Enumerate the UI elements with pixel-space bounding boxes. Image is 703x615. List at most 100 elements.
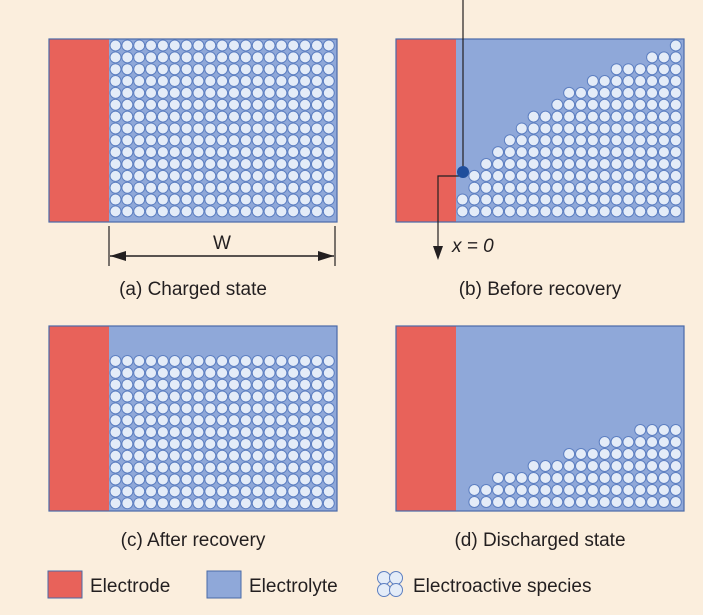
species-particle [287,414,300,427]
species-particle [216,366,229,379]
species-particle [310,205,323,218]
species-particle [204,473,217,486]
species-particle [634,134,647,147]
species-particle [216,414,229,427]
species-particle [263,122,276,135]
species-particle [310,134,323,147]
species-particle [563,158,576,170]
species-particle [239,473,252,486]
species-particle [575,86,587,99]
species-particle [239,355,252,367]
species-particle [657,63,670,76]
species-particle [239,437,252,450]
species-particle [192,169,205,182]
species-particle [575,181,587,194]
species-particle [310,378,323,391]
species-particle [192,461,205,474]
species-particle [598,158,611,170]
species-particle [180,63,193,76]
species-particle [322,51,335,64]
species-particle [263,134,276,147]
species-particle [109,366,122,379]
species-particle [322,449,335,462]
species-particle [275,146,288,159]
species-particle [287,146,300,159]
species-particle [468,484,481,496]
species-particle [646,205,659,218]
species-particle [216,98,229,111]
species-particle [145,414,158,427]
species-particle [287,86,300,99]
species-particle [646,110,659,123]
species-particle [156,51,169,64]
species-particle [287,437,300,450]
species-particle [322,437,335,450]
species-particle [551,181,564,194]
species-particle [610,169,623,182]
species-particle [598,460,611,472]
species-particle [563,205,576,218]
species-particle [251,473,264,486]
species-particle [669,98,682,111]
species-particle [239,63,252,76]
species-particle [389,571,403,585]
species-particle [377,583,391,597]
species-particle [239,390,252,403]
species-particle [156,402,169,415]
species-particle [109,158,122,170]
species-particle [287,98,300,111]
species-particle [275,63,288,76]
species-particle [192,485,205,498]
species-particle [263,473,276,486]
x0-marker-dot [457,166,469,178]
species-particle [287,181,300,194]
species-particle [563,472,576,484]
species-particle [228,437,240,450]
species-particle [216,169,229,182]
species-particle [109,414,122,427]
species-particle [310,122,323,135]
species-particle [646,98,659,111]
species-particle [310,485,323,498]
species-particle [168,75,181,88]
species-particle [539,110,552,123]
species-particle [287,355,300,367]
panel-border-d [395,325,685,512]
species-particle [251,485,264,498]
species-particle [263,98,276,111]
species-particle [204,402,217,415]
species-particle [586,75,599,88]
species-particle [239,461,252,474]
species-particle [216,134,229,147]
species-particle [228,39,240,52]
species-particle [669,158,682,170]
species-particle [299,426,312,439]
species-particle [275,98,288,111]
species-particle [669,436,682,448]
species-particle [251,158,264,170]
species-particle [109,437,122,450]
species-particle [503,181,516,194]
species-particle [133,473,146,486]
species-particle [216,86,229,99]
species-particle [468,181,481,194]
species-particle [121,146,134,159]
species-particle [299,193,312,206]
species-particle [156,378,169,391]
species-particle [145,461,158,474]
species-particle [168,355,181,367]
species-particle [121,181,134,194]
species-particle [575,110,587,123]
species-particle [192,122,205,135]
species-particle [156,390,169,403]
species-particle [669,86,682,99]
species-particle [180,485,193,498]
species-particle [239,39,252,52]
species-field-b [456,39,682,218]
species-particle [133,193,146,206]
species-particle [216,378,229,391]
species-particle [669,424,682,436]
species-particle [669,39,682,52]
species-particle [299,390,312,403]
